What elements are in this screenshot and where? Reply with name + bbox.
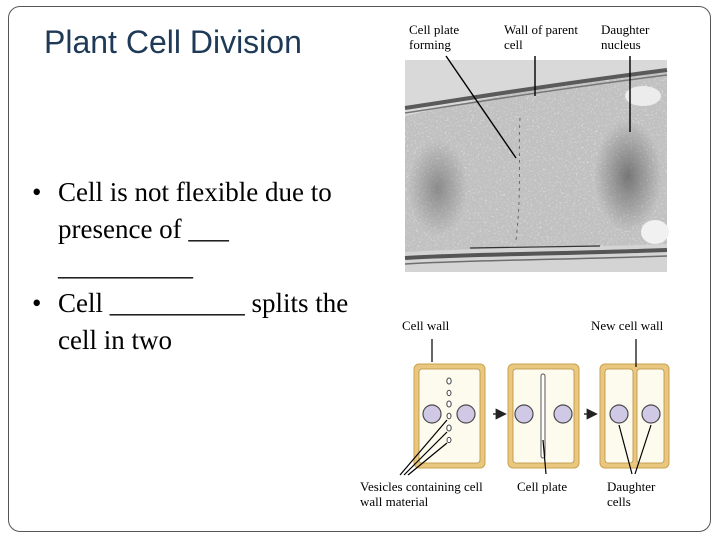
nucleus (641, 404, 661, 424)
leader-daughter-cells (618, 424, 633, 475)
label-cell-plate-forming: Cell plate forming (409, 22, 460, 52)
vesicles (446, 377, 452, 444)
label-vesicles: Vesicles containing cell wall material (360, 479, 483, 509)
bullet-cell-plate-blank: Cell __________ splits the cell in two (30, 285, 370, 359)
slide-frame (8, 6, 711, 532)
leader-vesicles (407, 442, 448, 476)
label-wall-of-parent-cell: Wall of parent cell (504, 22, 579, 52)
leader-cell-plate (542, 439, 547, 475)
stage-3-cells (599, 363, 670, 469)
label-daughter-nucleus: Daughter nucleus (601, 22, 650, 52)
stage-2-cell (507, 363, 580, 469)
nucleus (456, 404, 476, 424)
label-daughter-cells: Daughter cells (607, 479, 656, 509)
cell-plate (540, 373, 546, 459)
leader-vesicles (399, 419, 448, 476)
nucleus (422, 404, 442, 424)
nucleus (609, 404, 629, 424)
nucleus (553, 404, 573, 424)
slide-title: Plant Cell Division (44, 24, 302, 60)
leader-cell-plate-forming (445, 55, 517, 159)
bullet-cell-wall-blank: Cell is not flexible due to presence of … (30, 174, 370, 285)
stage-1-cell (413, 363, 486, 469)
nucleus (514, 404, 534, 424)
label-cell-wall: Cell wall (402, 318, 450, 333)
label-new-cell-wall: New cell wall (591, 318, 664, 333)
bullet-list: Cell is not flexible due to presence of … (30, 174, 370, 359)
leader-vesicles (403, 431, 448, 476)
leader-daughter-cells (634, 424, 652, 475)
electron-micrograph (404, 60, 669, 272)
label-cell-plate: Cell plate (517, 479, 568, 494)
